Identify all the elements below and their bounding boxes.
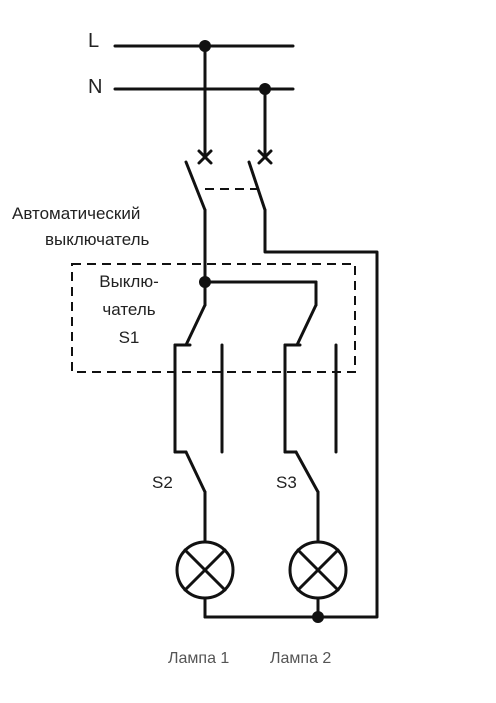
label-breaker-2: выключатель xyxy=(45,230,150,249)
label-s3: S3 xyxy=(276,473,297,492)
label-breaker-1: Автоматический xyxy=(12,204,141,223)
label-s1-1: Выклю- xyxy=(99,272,159,291)
label-lamp-1: Лампа 1 xyxy=(168,650,230,667)
circuit-breaker xyxy=(184,44,273,212)
switch-s1 xyxy=(173,276,318,347)
switch-s1-enclosure xyxy=(71,263,356,373)
label-lamp-2: Лампа 2 xyxy=(270,650,332,667)
lamp-1-symbol xyxy=(175,540,235,619)
neutral-return-wire xyxy=(263,208,379,619)
label-s1-2: чатель xyxy=(102,300,156,319)
label-s2: S2 xyxy=(152,473,173,492)
label-L: L xyxy=(88,30,100,52)
label-N: N xyxy=(88,76,103,98)
label-s1-3: S1 xyxy=(118,328,140,347)
junction-lamp-return xyxy=(312,611,324,623)
lamp-2-symbol xyxy=(288,540,348,619)
switch-s2 xyxy=(173,343,224,544)
switch-s3 xyxy=(283,343,338,544)
